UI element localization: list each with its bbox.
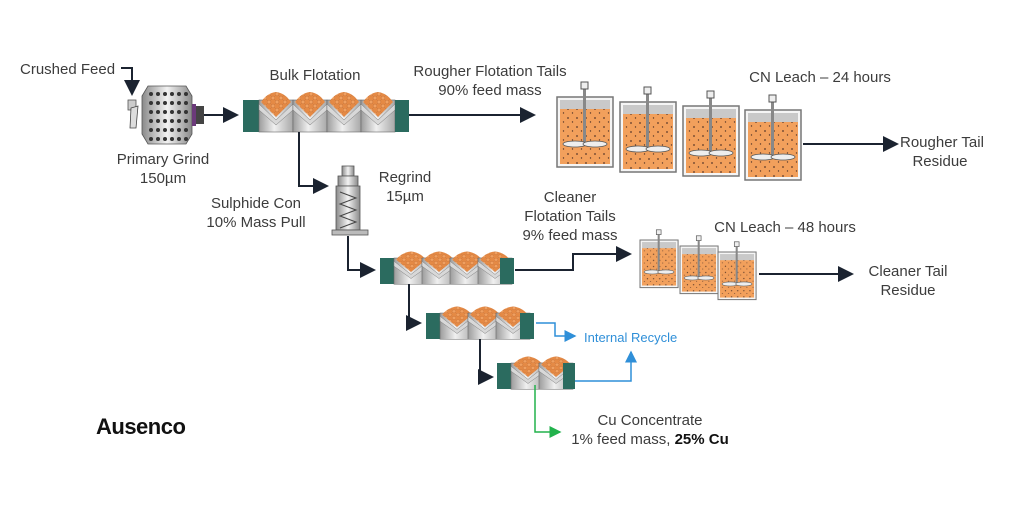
sulphide-con-pull: 10% Mass Pull: [206, 214, 306, 231]
rougher-tails-title: Rougher Flotation Tails: [413, 63, 567, 80]
sulphide-con-arrow: [298, 132, 329, 194]
regrind-to-cleaner-arrow: [347, 236, 376, 278]
crushed-feed-arrow: [121, 67, 140, 96]
crushed-feed-label: Crushed Feed: [20, 61, 116, 78]
cleaner-tail-residue-label: Cleaner Tail Residue: [858, 262, 958, 300]
cleaner2-flotation-cells-icon: [426, 305, 534, 340]
cleaner-tails-arrow: [515, 246, 632, 271]
rougher-tail-residue-label: Rougher Tail Residue: [900, 133, 984, 171]
rougher-tail-residue-line2: Residue: [912, 153, 968, 170]
regrind-title: Regrind: [378, 169, 432, 186]
cleaner-tail-residue-line2: Residue: [880, 282, 936, 299]
rougher-tail-residue-line1: Rougher Tail: [900, 134, 984, 151]
cleaner-tail-residue-line1: Cleaner Tail: [868, 263, 948, 280]
internal-recycle-label: Internal Recycle: [584, 330, 678, 345]
bulk-flotation-cells-icon: [243, 91, 409, 133]
primary-grind-size: 150µm: [139, 170, 187, 187]
cu-concentrate-detail: 1% feed mass, 25% Cu: [565, 430, 735, 449]
regrind-size: 15µm: [386, 188, 424, 205]
sulphide-con-title: Sulphide Con: [210, 195, 302, 212]
cn-leach-48-label: CN Leach – 48 hours: [714, 219, 856, 236]
primary-grind-label: Primary Grind 150µm: [108, 150, 218, 188]
cn-leach-48h-tanks-icon: [639, 229, 757, 301]
cu-grade: 25% Cu: [674, 431, 729, 448]
cleaner-tails-line1: Cleaner: [543, 189, 597, 206]
primary-grind-mill-icon: [121, 67, 204, 145]
internal-recycle-arrow-1: [536, 322, 577, 342]
cleaner-tails-label: Cleaner Flotation Tails 9% feed mass: [505, 188, 635, 245]
rougher-tails-mass: 90% feed mass: [438, 82, 542, 99]
cleaner2-to-cleaner3-arrow: [478, 339, 494, 385]
cleaner-flotation-cells-icon: [380, 250, 514, 285]
cu-concentrate-label: Cu Concentrate 1% feed mass, 25% Cu: [565, 411, 735, 449]
regrind-label: Regrind 15µm: [370, 168, 440, 206]
cleaner3-flotation-cells-icon: [497, 355, 575, 390]
sulphide-con-label: Sulphide Con 10% Mass Pull: [196, 194, 316, 232]
primary-grind-title: Primary Grind: [116, 151, 210, 168]
cn-leach-24-label: CN Leach – 24 hours: [749, 69, 891, 86]
regrind-mill-icon: [331, 165, 369, 236]
cu-mass: 1% feed mass,: [571, 431, 675, 448]
cleaner-tails-line2: Flotation Tails: [524, 208, 616, 225]
cu-concentrate-arrow: [534, 385, 562, 438]
cleaner-tails-mass: 9% feed mass: [522, 227, 618, 244]
cu-concentrate-title: Cu Concentrate: [597, 412, 703, 429]
cn-leach-24h-tanks-icon: [556, 81, 802, 181]
cleaner1-to-cleaner2-arrow: [406, 284, 422, 331]
internal-recycle-arrow-2: [575, 350, 637, 382]
ausenco-logo: Ausenco: [96, 414, 186, 439]
bulk-flotation-label: Bulk Flotation: [269, 67, 361, 84]
rougher-tails-label: Rougher Flotation Tails 90% feed mass: [400, 62, 580, 100]
